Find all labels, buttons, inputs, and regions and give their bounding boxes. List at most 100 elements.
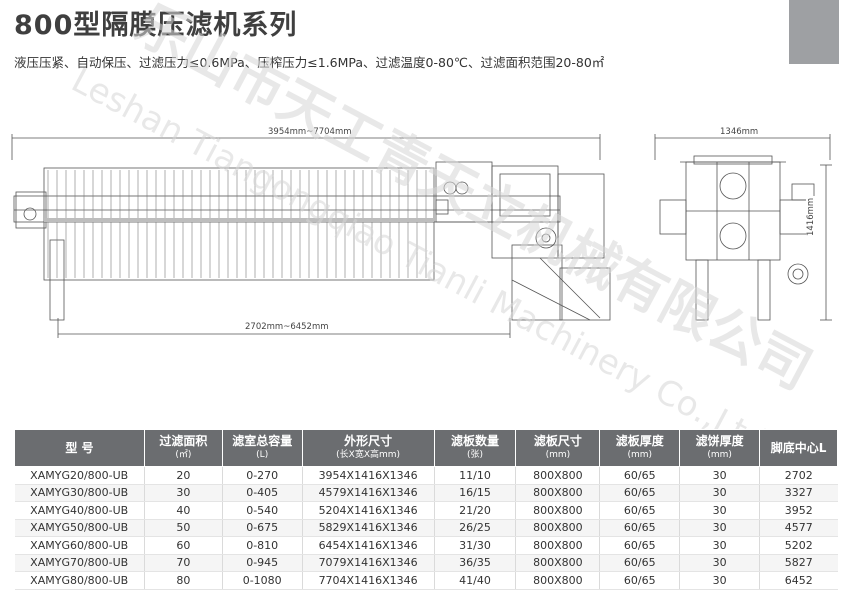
width-dimension: 1346mm bbox=[718, 127, 761, 137]
table-cell: 26/25 bbox=[434, 519, 517, 537]
table-cell: 40 bbox=[144, 501, 223, 520]
column-header-unit: (mm) bbox=[545, 450, 571, 460]
filter-press-drawing bbox=[11, 134, 832, 338]
column-header-label: 滤饼厚度 bbox=[695, 434, 744, 448]
table-header-row: 型 号过滤面积(㎡)滤室总容量(L)外形尺寸(长X宽X高mm)滤板数量(张)滤板… bbox=[14, 429, 838, 467]
column-header: 外形尺寸 (长X宽X高mm) bbox=[301, 429, 435, 467]
table-cell: 800X800 bbox=[515, 466, 601, 485]
table-cell: 0-1080 bbox=[222, 571, 303, 590]
column-header: 滤板数量 (张) bbox=[433, 429, 517, 467]
table-cell: 11/10 bbox=[434, 466, 517, 485]
length-dimension: 3954mm~7704mm bbox=[266, 127, 354, 137]
table-cell: XAMYG60/800-UB bbox=[14, 536, 145, 555]
spec-summary: 液压压紧、自动保压、过滤压力≤0.6MPa、压榨压力≤1.6MPa、过滤温度0-… bbox=[14, 55, 605, 70]
table-cell: 60/65 bbox=[599, 519, 681, 537]
table-cell: 16/15 bbox=[434, 484, 517, 502]
table-cell: 60/65 bbox=[599, 466, 681, 485]
table-cell: 800X800 bbox=[515, 484, 601, 502]
column-header-label: 滤室总容量 bbox=[232, 434, 293, 448]
table-cell: 30 bbox=[679, 501, 761, 520]
table-cell: 60/65 bbox=[599, 501, 681, 520]
spec-table: 型 号过滤面积(㎡)滤室总容量(L)外形尺寸(长X宽X高mm)滤板数量(张)滤板… bbox=[14, 429, 838, 590]
foot-distance-dimension: 2702mm~6452mm bbox=[243, 322, 331, 332]
table-cell: 7704X1416X1346 bbox=[302, 571, 435, 590]
column-header-label: 外形尺寸 bbox=[344, 434, 393, 448]
filter-plates bbox=[47, 170, 427, 278]
table-cell: 30 bbox=[144, 484, 223, 502]
page-title: 800型隔膜压滤机系列 bbox=[14, 10, 298, 41]
table-cell: 5204X1416X1346 bbox=[302, 501, 435, 520]
table-cell: 0-405 bbox=[222, 484, 303, 502]
column-header-label: 滤板尺寸 bbox=[533, 434, 582, 448]
table-cell: 0-270 bbox=[222, 466, 303, 485]
table-cell: 800X800 bbox=[515, 554, 601, 572]
column-header-unit: (长X宽X高mm) bbox=[336, 450, 401, 460]
column-header: 过滤面积(㎡) bbox=[143, 429, 223, 467]
table-cell: 50 bbox=[144, 519, 223, 537]
table-cell: 3952 bbox=[759, 501, 838, 520]
table-cell: 800X800 bbox=[515, 501, 601, 520]
table-cell: XAMYG20/800-UB bbox=[14, 466, 145, 485]
column-header: 滤板厚度 (mm) bbox=[599, 429, 681, 467]
column-header: 型 号 bbox=[14, 429, 145, 467]
column-header-unit: (mm) bbox=[707, 450, 732, 460]
table-cell: 3327 bbox=[759, 484, 838, 502]
table-cell: 5829X1416X1346 bbox=[302, 519, 435, 537]
table-cell: XAMYG70/800-UB bbox=[14, 554, 145, 572]
table-cell: 4579X1416X1346 bbox=[302, 484, 435, 502]
table-cell: XAMYG80/800-UB bbox=[14, 571, 145, 590]
table-cell: 30 bbox=[679, 466, 761, 485]
column-header-label: 滤板厚度 bbox=[615, 434, 664, 448]
table-cell: 60 bbox=[144, 536, 223, 555]
table-cell: 60/65 bbox=[599, 554, 681, 572]
table-cell: 36/35 bbox=[434, 554, 517, 572]
table-cell: 5202 bbox=[759, 536, 838, 555]
table-cell: 4577 bbox=[759, 519, 838, 537]
table-cell: XAMYG50/800-UB bbox=[14, 519, 145, 537]
column-header-unit: (㎡) bbox=[175, 450, 192, 460]
table-cell: 30 bbox=[679, 519, 761, 537]
table-cell: 800X800 bbox=[515, 571, 601, 590]
table-cell: 31/30 bbox=[434, 536, 517, 555]
table-cell: 20 bbox=[144, 466, 223, 485]
table-cell: 0-945 bbox=[222, 554, 303, 572]
table-cell: 5827 bbox=[759, 554, 838, 572]
table-cell: 80 bbox=[144, 571, 223, 590]
table-cell: 6454X1416X1346 bbox=[302, 536, 435, 555]
table-cell: 60/65 bbox=[599, 536, 681, 555]
column-header-unit: (L) bbox=[256, 450, 269, 460]
column-header: 滤板尺寸 (mm) bbox=[515, 429, 601, 467]
table-cell: 800X800 bbox=[515, 536, 601, 555]
column-header-unit: (mm) bbox=[627, 450, 653, 460]
table-cell: 30 bbox=[679, 554, 761, 572]
column-header: 脚底中心L bbox=[759, 429, 838, 467]
table-cell: 800X800 bbox=[515, 519, 601, 537]
table-cell: 30 bbox=[679, 484, 761, 502]
table-cell: 2702 bbox=[759, 466, 838, 485]
column-header-label: 型 号 bbox=[65, 441, 94, 455]
table-cell: 30 bbox=[679, 571, 761, 590]
table-cell: 0-675 bbox=[222, 519, 303, 537]
corner-decoration bbox=[789, 0, 839, 64]
table-cell: 41/40 bbox=[434, 571, 517, 590]
column-header-unit: (张) bbox=[466, 450, 483, 460]
table-cell: 0-810 bbox=[222, 536, 303, 555]
height-dimension: 1416mm bbox=[806, 195, 816, 238]
table-cell: 70 bbox=[144, 554, 223, 572]
table-cell: 7079X1416X1346 bbox=[302, 554, 435, 572]
table-cell: 3954X1416X1346 bbox=[302, 466, 435, 485]
table-cell: 0-540 bbox=[222, 501, 303, 520]
table-cell: XAMYG40/800-UB bbox=[14, 501, 145, 520]
column-header-label: 滤板数量 bbox=[450, 434, 499, 448]
table-cell: 60/65 bbox=[599, 484, 681, 502]
table-cell: 21/20 bbox=[434, 501, 517, 520]
table-cell: 60/65 bbox=[599, 571, 681, 590]
